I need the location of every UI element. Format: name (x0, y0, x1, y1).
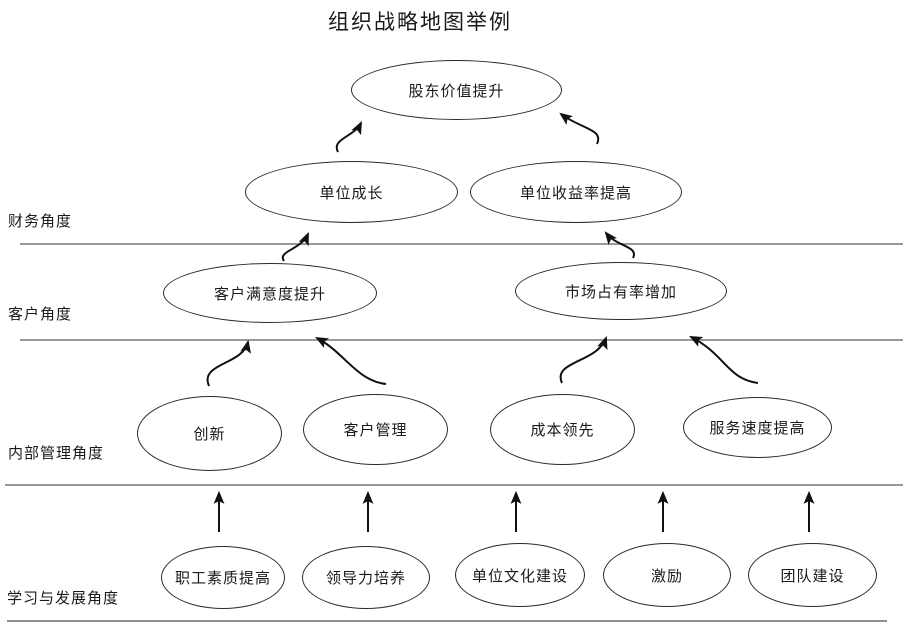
node-label: 激励 (650, 567, 683, 585)
node-shareholder-value: 股东价值提升 (351, 60, 562, 120)
node-unit-growth: 单位成长 (245, 161, 458, 223)
node-label: 领导力培养 (325, 570, 406, 587)
arrow-unit-profit-rate-to-shareholder-value (559, 112, 600, 145)
arrow-service-speed-to-market-share (689, 336, 759, 384)
node-leadership-training: 领导力培养 (302, 546, 430, 609)
node-label: 客户满意度提升 (213, 285, 326, 303)
perspective-label-financial: 财务角度 (8, 213, 73, 230)
page-title: 组织战略地图举例 (328, 11, 512, 34)
node-label: 单位文化建设 (471, 567, 568, 585)
arrow-customer-satisfaction-to-unit-growth (281, 232, 309, 262)
perspective-label-learning-growth: 学习与发展角度 (7, 590, 120, 607)
node-team-building: 团队建设 (748, 543, 877, 607)
arrow-unit-growth-to-shareholder-value (335, 121, 362, 153)
arrow-innovation-to-customer-satisfaction (206, 339, 251, 387)
node-label: 成本领先 (530, 422, 595, 439)
perspective-label-customer: 客户角度 (8, 306, 73, 323)
arrow-market-share-to-unit-profit-rate (604, 231, 635, 259)
arrow-cost-leadership-to-market-share (559, 335, 608, 384)
node-market-share: 市场占有率增加 (515, 262, 727, 320)
node-label: 单位成长 (319, 184, 384, 202)
node-label: 服务速度提高 (709, 420, 806, 437)
node-label: 客户管理 (343, 422, 408, 439)
node-label: 职工素质提高 (174, 570, 271, 587)
node-innovation: 创新 (137, 396, 282, 471)
node-label: 市场占有率增加 (564, 283, 677, 301)
arrow-customer-management-to-customer-satisfaction (315, 336, 387, 385)
node-label: 团队建设 (780, 567, 845, 585)
node-label: 创新 (193, 426, 226, 443)
node-customer-management: 客户管理 (303, 394, 448, 465)
perspective-label-internal-management: 内部管理角度 (8, 445, 105, 462)
node-service-speed: 服务速度提高 (683, 397, 832, 458)
node-label: 股东价值提升 (408, 82, 505, 100)
node-label: 单位收益率提高 (519, 184, 632, 202)
node-employee-quality: 职工素质提高 (161, 546, 285, 609)
node-motivation: 激励 (603, 543, 731, 607)
node-cost-leadership: 成本领先 (490, 394, 635, 465)
node-customer-satisfaction: 客户满意度提升 (163, 263, 377, 323)
node-culture-building: 单位文化建设 (455, 543, 585, 607)
node-unit-profit-rate: 单位收益率提高 (470, 161, 682, 223)
